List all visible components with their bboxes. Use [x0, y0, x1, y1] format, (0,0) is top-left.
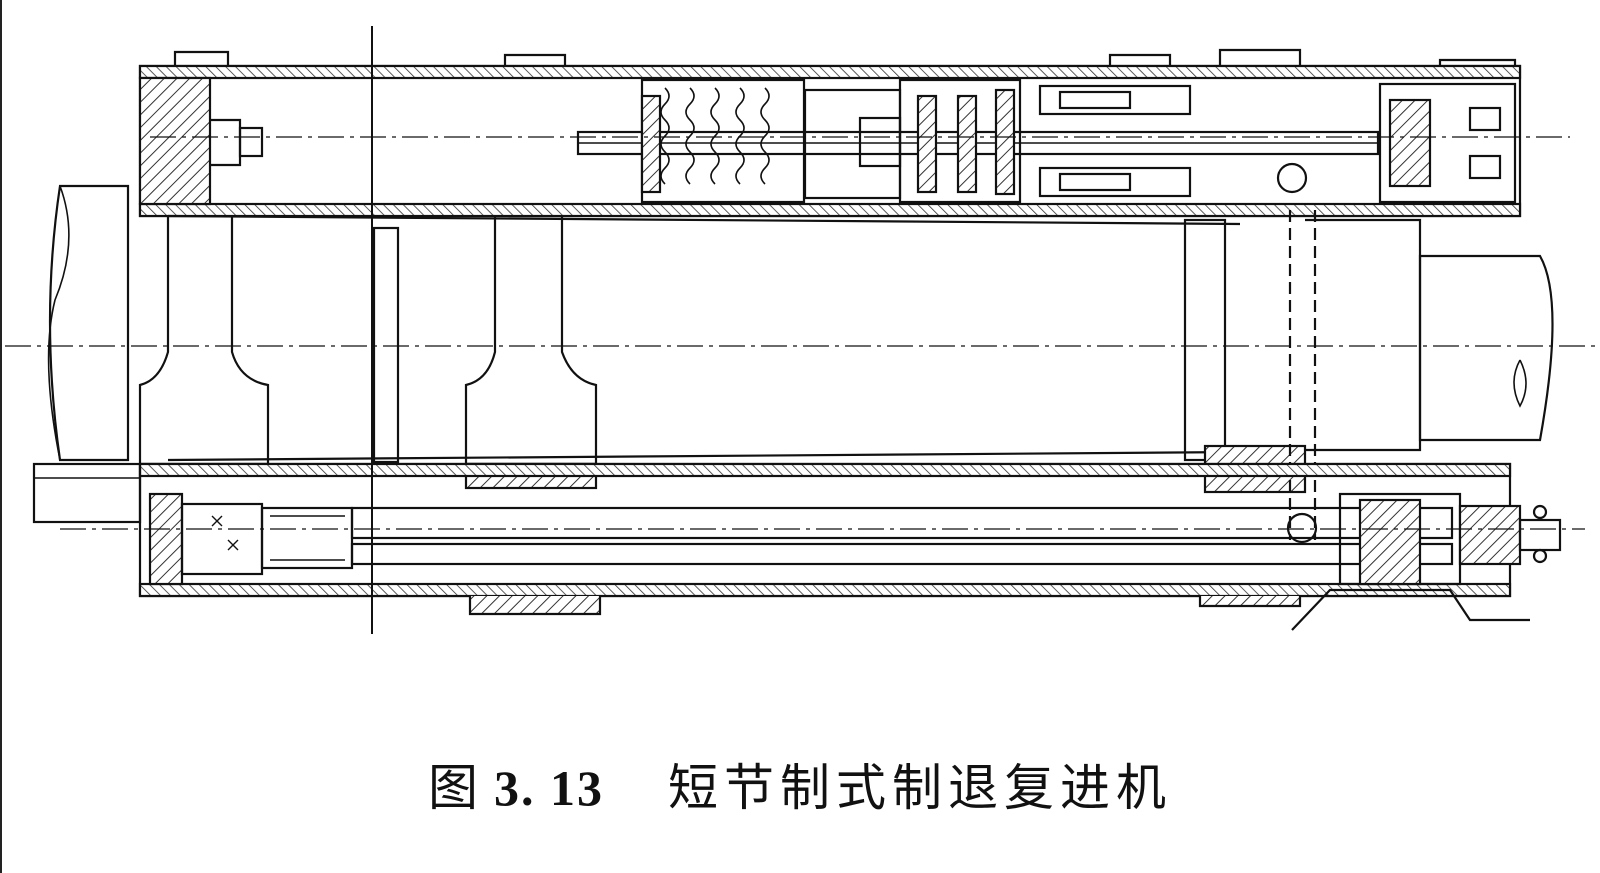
- figure-number: 3. 13: [494, 760, 604, 816]
- figure-label: 图: [428, 759, 480, 817]
- lower-cylinder: [32, 462, 1562, 631]
- upper-cylinder: [138, 48, 1522, 218]
- center-lines: [5, 136, 1600, 530]
- recoil-mechanism-drawing: [5, 26, 1600, 634]
- barrel-body: [47, 184, 1554, 540]
- page-edge-line: [0, 0, 2, 873]
- figure-title: 短节制式制退复进机: [668, 759, 1172, 817]
